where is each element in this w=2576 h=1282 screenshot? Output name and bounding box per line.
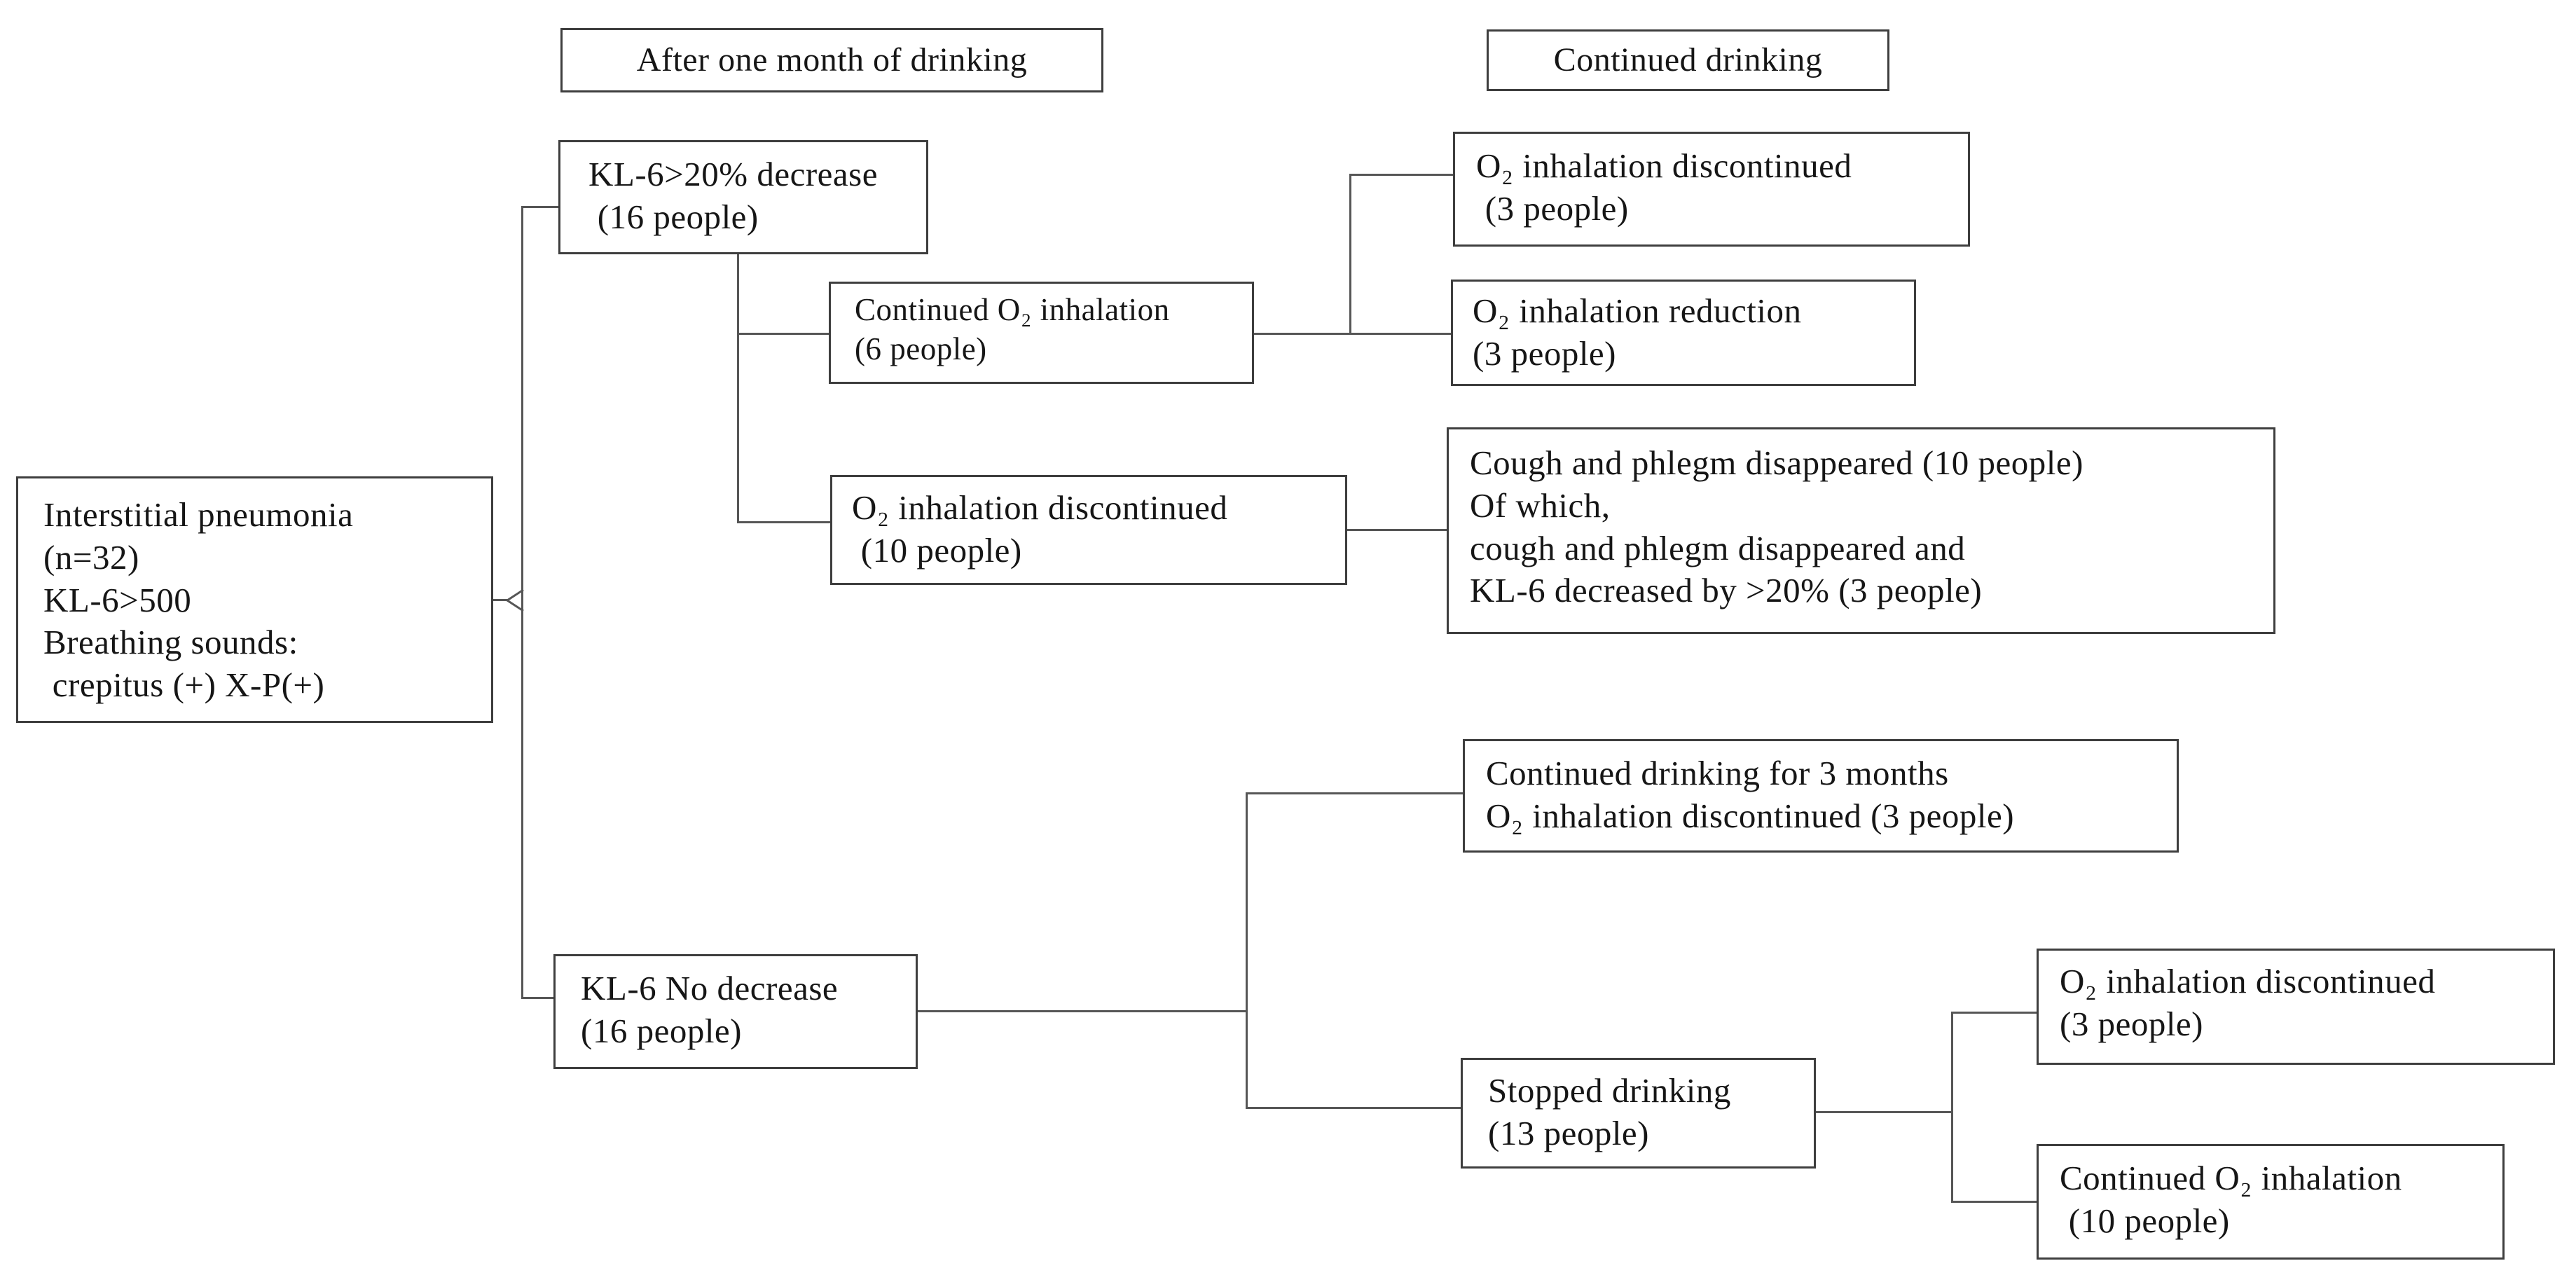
connector-to-kl6-decrease bbox=[521, 206, 558, 208]
connector-trunk-lower bbox=[1246, 792, 1248, 1109]
flow-node-text: Continued O₂ inhalation (10 people) bbox=[2060, 1159, 2402, 1240]
flow-node-cough-outcome: Cough and phlegm disappeared (10 people)… bbox=[1447, 427, 2275, 634]
flow-node-root: Interstitial pneumonia (n=32) KL-6>500 B… bbox=[16, 476, 493, 723]
connector-to-o2-discontinued-3-bottom bbox=[1951, 1012, 2037, 1014]
connector-to-kl6-no-decrease bbox=[521, 997, 553, 999]
flow-node-text: O₂ inhalation discontinued (3 people) bbox=[1476, 146, 1852, 228]
flow-node-o2-discontinued-3-bottom: O₂ inhalation discontinued (3 people) bbox=[2037, 949, 2555, 1065]
flow-node-text: Continued drinking for 3 months O₂ inhal… bbox=[1486, 754, 2015, 835]
flow-node-text: O₂ inhalation reduction (3 people) bbox=[1473, 291, 1802, 373]
column-header-label: After one month of drinking bbox=[636, 41, 1028, 79]
flow-node-text: Interstitial pneumonia (n=32) KL-6>500 B… bbox=[43, 495, 354, 704]
connector-to-continued-o2-6 bbox=[737, 333, 829, 335]
column-header-continued-drinking: Continued drinking bbox=[1487, 29, 1889, 91]
flow-node-text: Continued O₂ inhalation (6 people) bbox=[855, 292, 1170, 366]
connector-to-o2-discontinued-3-top bbox=[1349, 174, 1453, 176]
connector-root-stub bbox=[493, 599, 509, 601]
connector-kl6dec-drop bbox=[737, 254, 739, 523]
connector-to-stopped-drinking bbox=[1246, 1107, 1461, 1109]
flow-node-continued-3-months: Continued drinking for 3 months O₂ inhal… bbox=[1463, 739, 2179, 853]
connector-trunk-right bbox=[1951, 1012, 1953, 1203]
flow-node-continued-o2-6: Continued O₂ inhalation (6 people) bbox=[829, 282, 1254, 384]
flow-node-text: O₂ inhalation discontinued (10 people) bbox=[852, 488, 1228, 570]
flow-node-text: Cough and phlegm disappeared (10 people)… bbox=[1470, 443, 2083, 610]
connector-trunk-left bbox=[521, 206, 523, 999]
flow-node-text: KL-6 No decrease (16 people) bbox=[581, 969, 839, 1050]
flow-node-kl6-decrease: KL-6>20% decrease (16 people) bbox=[558, 140, 928, 254]
flow-node-o2-discontinued-3-top: O₂ inhalation discontinued (3 people) bbox=[1453, 132, 1970, 247]
flow-node-o2-discontinued-10: O₂ inhalation discontinued (10 people) bbox=[830, 475, 1347, 585]
connector-to-cough-outcome bbox=[1347, 529, 1447, 531]
column-header-after-one-month: After one month of drinking bbox=[560, 28, 1103, 92]
flow-node-text: Stopped drinking (13 people) bbox=[1488, 1071, 1731, 1152]
connector-to-o2-discontinued-10 bbox=[737, 521, 830, 523]
column-header-label: Continued drinking bbox=[1553, 41, 1823, 79]
flow-node-text: O₂ inhalation discontinued (3 people) bbox=[2060, 962, 2436, 1043]
connector-kl6no-out bbox=[918, 1010, 1247, 1012]
connector-o2-6-to-reduction bbox=[1254, 333, 1451, 335]
flow-node-o2-reduction-3: O₂ inhalation reduction (3 people) bbox=[1451, 280, 1916, 386]
flow-node-stopped-drinking: Stopped drinking (13 people) bbox=[1461, 1058, 1816, 1169]
connector-stopped-out bbox=[1816, 1111, 1953, 1113]
connector-to-continued-o2-10 bbox=[1951, 1201, 2037, 1203]
flow-node-text: KL-6>20% decrease (16 people) bbox=[588, 155, 878, 236]
connector-to-continued-3-months bbox=[1246, 792, 1463, 794]
flow-node-kl6-no-decrease: KL-6 No decrease (16 people) bbox=[553, 954, 918, 1069]
connector-o2-6-branch-vertical bbox=[1349, 174, 1351, 335]
brace-chevron-icon bbox=[505, 588, 524, 612]
flow-node-continued-o2-10: Continued O₂ inhalation (10 people) bbox=[2037, 1144, 2505, 1260]
